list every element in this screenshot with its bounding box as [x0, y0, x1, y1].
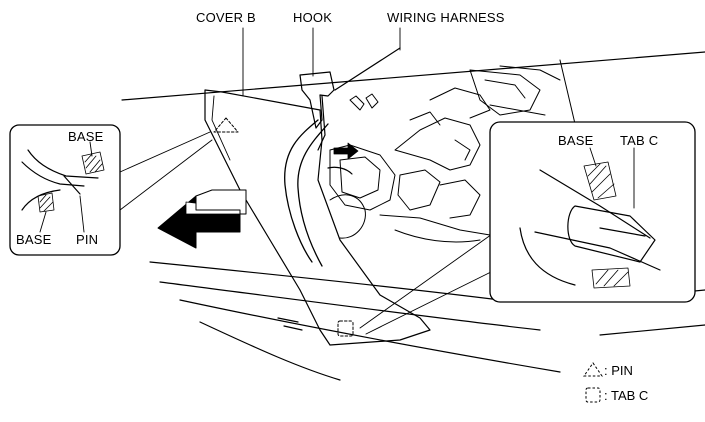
- hook-shape: [299, 71, 335, 129]
- background-mechanism: [329, 65, 561, 243]
- trim-line-4: [199, 321, 341, 381]
- wiring-harness-main: [284, 119, 319, 263]
- callout-left-leader-bottom: [119, 139, 213, 211]
- panel-top-line: [121, 51, 705, 101]
- callout-right-leader-bottom: [365, 269, 496, 335]
- push-arrow-small: [333, 142, 359, 160]
- label-hook: HOOK: [293, 10, 333, 25]
- triangle-dashed-icon: [583, 362, 603, 377]
- harness-lead-end: [334, 47, 401, 91]
- label-left-base-bottom: BASE: [16, 232, 52, 247]
- trim-line-6: [599, 324, 705, 336]
- right-tab-c-body: [567, 205, 656, 263]
- hook-shank: [317, 95, 326, 151]
- right-part-curve: [519, 227, 576, 286]
- right-part-inner: [534, 231, 661, 271]
- right-base-top-hatch: [583, 161, 617, 201]
- cover-b-outline: [204, 89, 431, 346]
- left-pin-shaft: [63, 175, 81, 195]
- left-base-top-leader: [89, 141, 93, 157]
- right-part-top-edge: [539, 169, 651, 239]
- callout-left-box: [9, 124, 121, 256]
- trim-line-2: [159, 281, 541, 331]
- label-left-pin: PIN: [76, 232, 99, 247]
- legend-pin: : PIN: [604, 363, 633, 378]
- trim-vent-2: [283, 325, 303, 331]
- left-pin-leader: [79, 195, 85, 233]
- left-base-bottom-leader: [39, 211, 47, 233]
- pin-marker-triangle: [213, 117, 239, 133]
- label-right-base: BASE: [558, 133, 594, 148]
- label-cover-b: COVER B: [196, 10, 256, 25]
- legend-tab-c: : TAB C: [604, 388, 649, 403]
- label-left-base-top: BASE: [68, 129, 104, 144]
- right-base-leader: [589, 147, 597, 167]
- removal-arrow-top-face: [195, 189, 247, 215]
- tab-c-marker-square: [337, 320, 354, 337]
- label-right-tab-c: TAB C: [620, 133, 659, 148]
- harness-clip: [327, 166, 353, 175]
- label-wiring-harness: WIRING HARNESS: [387, 10, 505, 25]
- trim-line-3: [179, 299, 561, 373]
- right-tab-c-slot: [599, 227, 646, 237]
- wiring-harness-second: [297, 123, 329, 267]
- callout-left-leader-top: [119, 131, 211, 173]
- left-part-curve-1: [27, 149, 99, 179]
- right-base-bottom-hatch: [591, 267, 631, 289]
- cover-b-inner-edge: [211, 95, 231, 161]
- square-dashed-icon: [585, 387, 601, 403]
- left-part-curve-2: [21, 161, 85, 187]
- left-base-bottom-hatch: [37, 192, 55, 213]
- trim-line-1: [149, 261, 501, 301]
- callout-right-leader-top: [359, 231, 496, 329]
- left-base-top-hatch: [81, 151, 105, 175]
- trim-vent-1: [277, 317, 299, 323]
